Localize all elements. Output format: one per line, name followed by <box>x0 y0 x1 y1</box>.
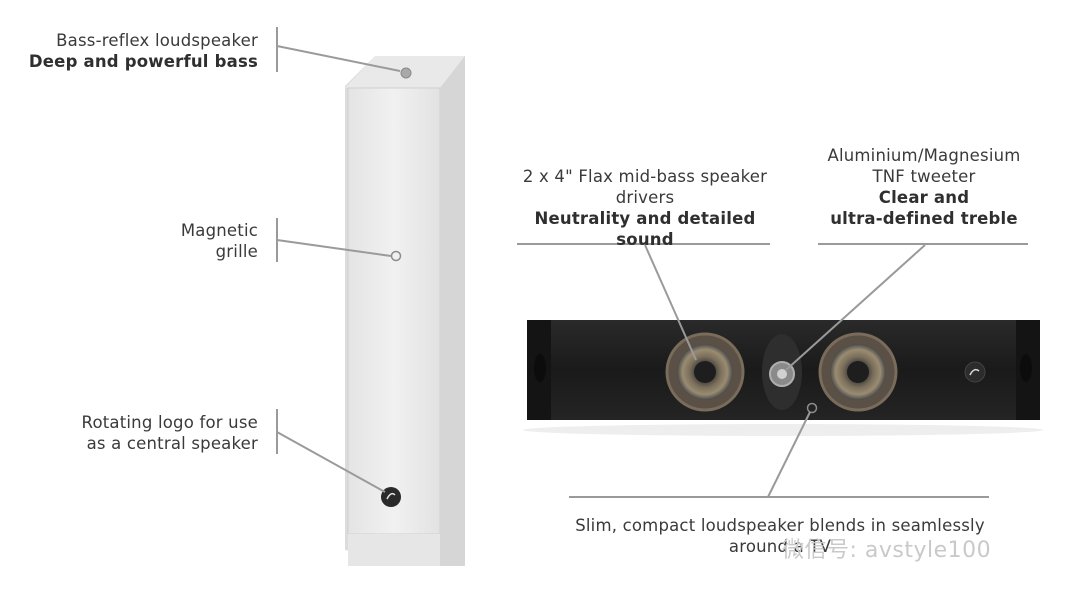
midbass-line2: drivers <box>615 188 675 207</box>
tweeter-benefit-2: ultra-defined treble <box>830 209 1018 228</box>
tweeter-line2: TNF tweeter <box>872 167 976 186</box>
left-side-port <box>534 354 546 382</box>
callout-midbass: 2 x 4" Flax mid-bass speaker drivers Neu… <box>505 166 785 250</box>
leader-bass-reflex <box>276 45 401 72</box>
black-speaker-marker-dot <box>806 402 818 414</box>
bass-reflex-title: Bass-reflex loudspeaker <box>56 31 258 50</box>
leader-slim <box>767 411 811 498</box>
left-woofer-dustcap <box>694 361 716 383</box>
midbass-benefit: Neutrality and detailed sound <box>534 209 756 249</box>
midbass-line1: 2 x 4" Flax mid-bass speaker <box>522 167 768 186</box>
callout-logo: Rotating logo for use as a central speak… <box>20 412 258 454</box>
callout-bass-reflex: Bass-reflex loudspeaker Deep and powerfu… <box>20 30 258 72</box>
leader-midbass <box>644 244 697 361</box>
grille-line1: Magnetic <box>180 221 258 240</box>
tweeter-dome <box>777 369 787 379</box>
right-side-port <box>1020 354 1032 382</box>
tweeter-line1: Aluminium/Magnesium <box>827 146 1021 165</box>
leader-tweeter <box>785 244 926 371</box>
callout-grille: Magnetic grille <box>20 220 258 262</box>
callout-tweeter: Aluminium/Magnesium TNF tweeter Clear an… <box>803 145 1045 229</box>
bass-reflex-port <box>400 67 412 79</box>
white-speaker <box>345 56 465 566</box>
grille-line2: grille <box>215 242 258 261</box>
black-speaker-logo-icon <box>964 361 986 383</box>
bass-reflex-benefit: Deep and powerful bass <box>28 52 258 71</box>
white-speaker-base <box>348 534 440 566</box>
logo-glyph <box>386 492 396 500</box>
shadow <box>523 424 1043 436</box>
tweeter-benefit-1: Clear and <box>878 188 970 207</box>
magnetic-grille <box>347 87 441 535</box>
slim-rule <box>569 496 989 498</box>
white-speaker-right-face <box>440 56 465 566</box>
slim-line1: Slim, compact loudspeaker blends in seam… <box>575 516 985 535</box>
slim-line2: around a TV <box>728 537 832 556</box>
logo-line1: Rotating logo for use <box>81 413 258 432</box>
leader-grille <box>276 239 392 257</box>
black-speaker <box>523 320 1043 436</box>
leader-logo <box>276 431 386 493</box>
leader-lines <box>276 45 926 498</box>
rotating-logo-icon <box>381 487 401 507</box>
logo-line2: as a central speaker <box>86 434 258 453</box>
tweeter-rule <box>818 243 1028 245</box>
callout-slim: Slim, compact loudspeaker blends in seam… <box>540 515 1020 557</box>
watermark: 微信号: avstyle100 <box>782 538 992 563</box>
midbass-rule <box>517 243 770 245</box>
grille-marker-dot <box>390 250 402 262</box>
right-woofer-dustcap <box>847 361 869 383</box>
